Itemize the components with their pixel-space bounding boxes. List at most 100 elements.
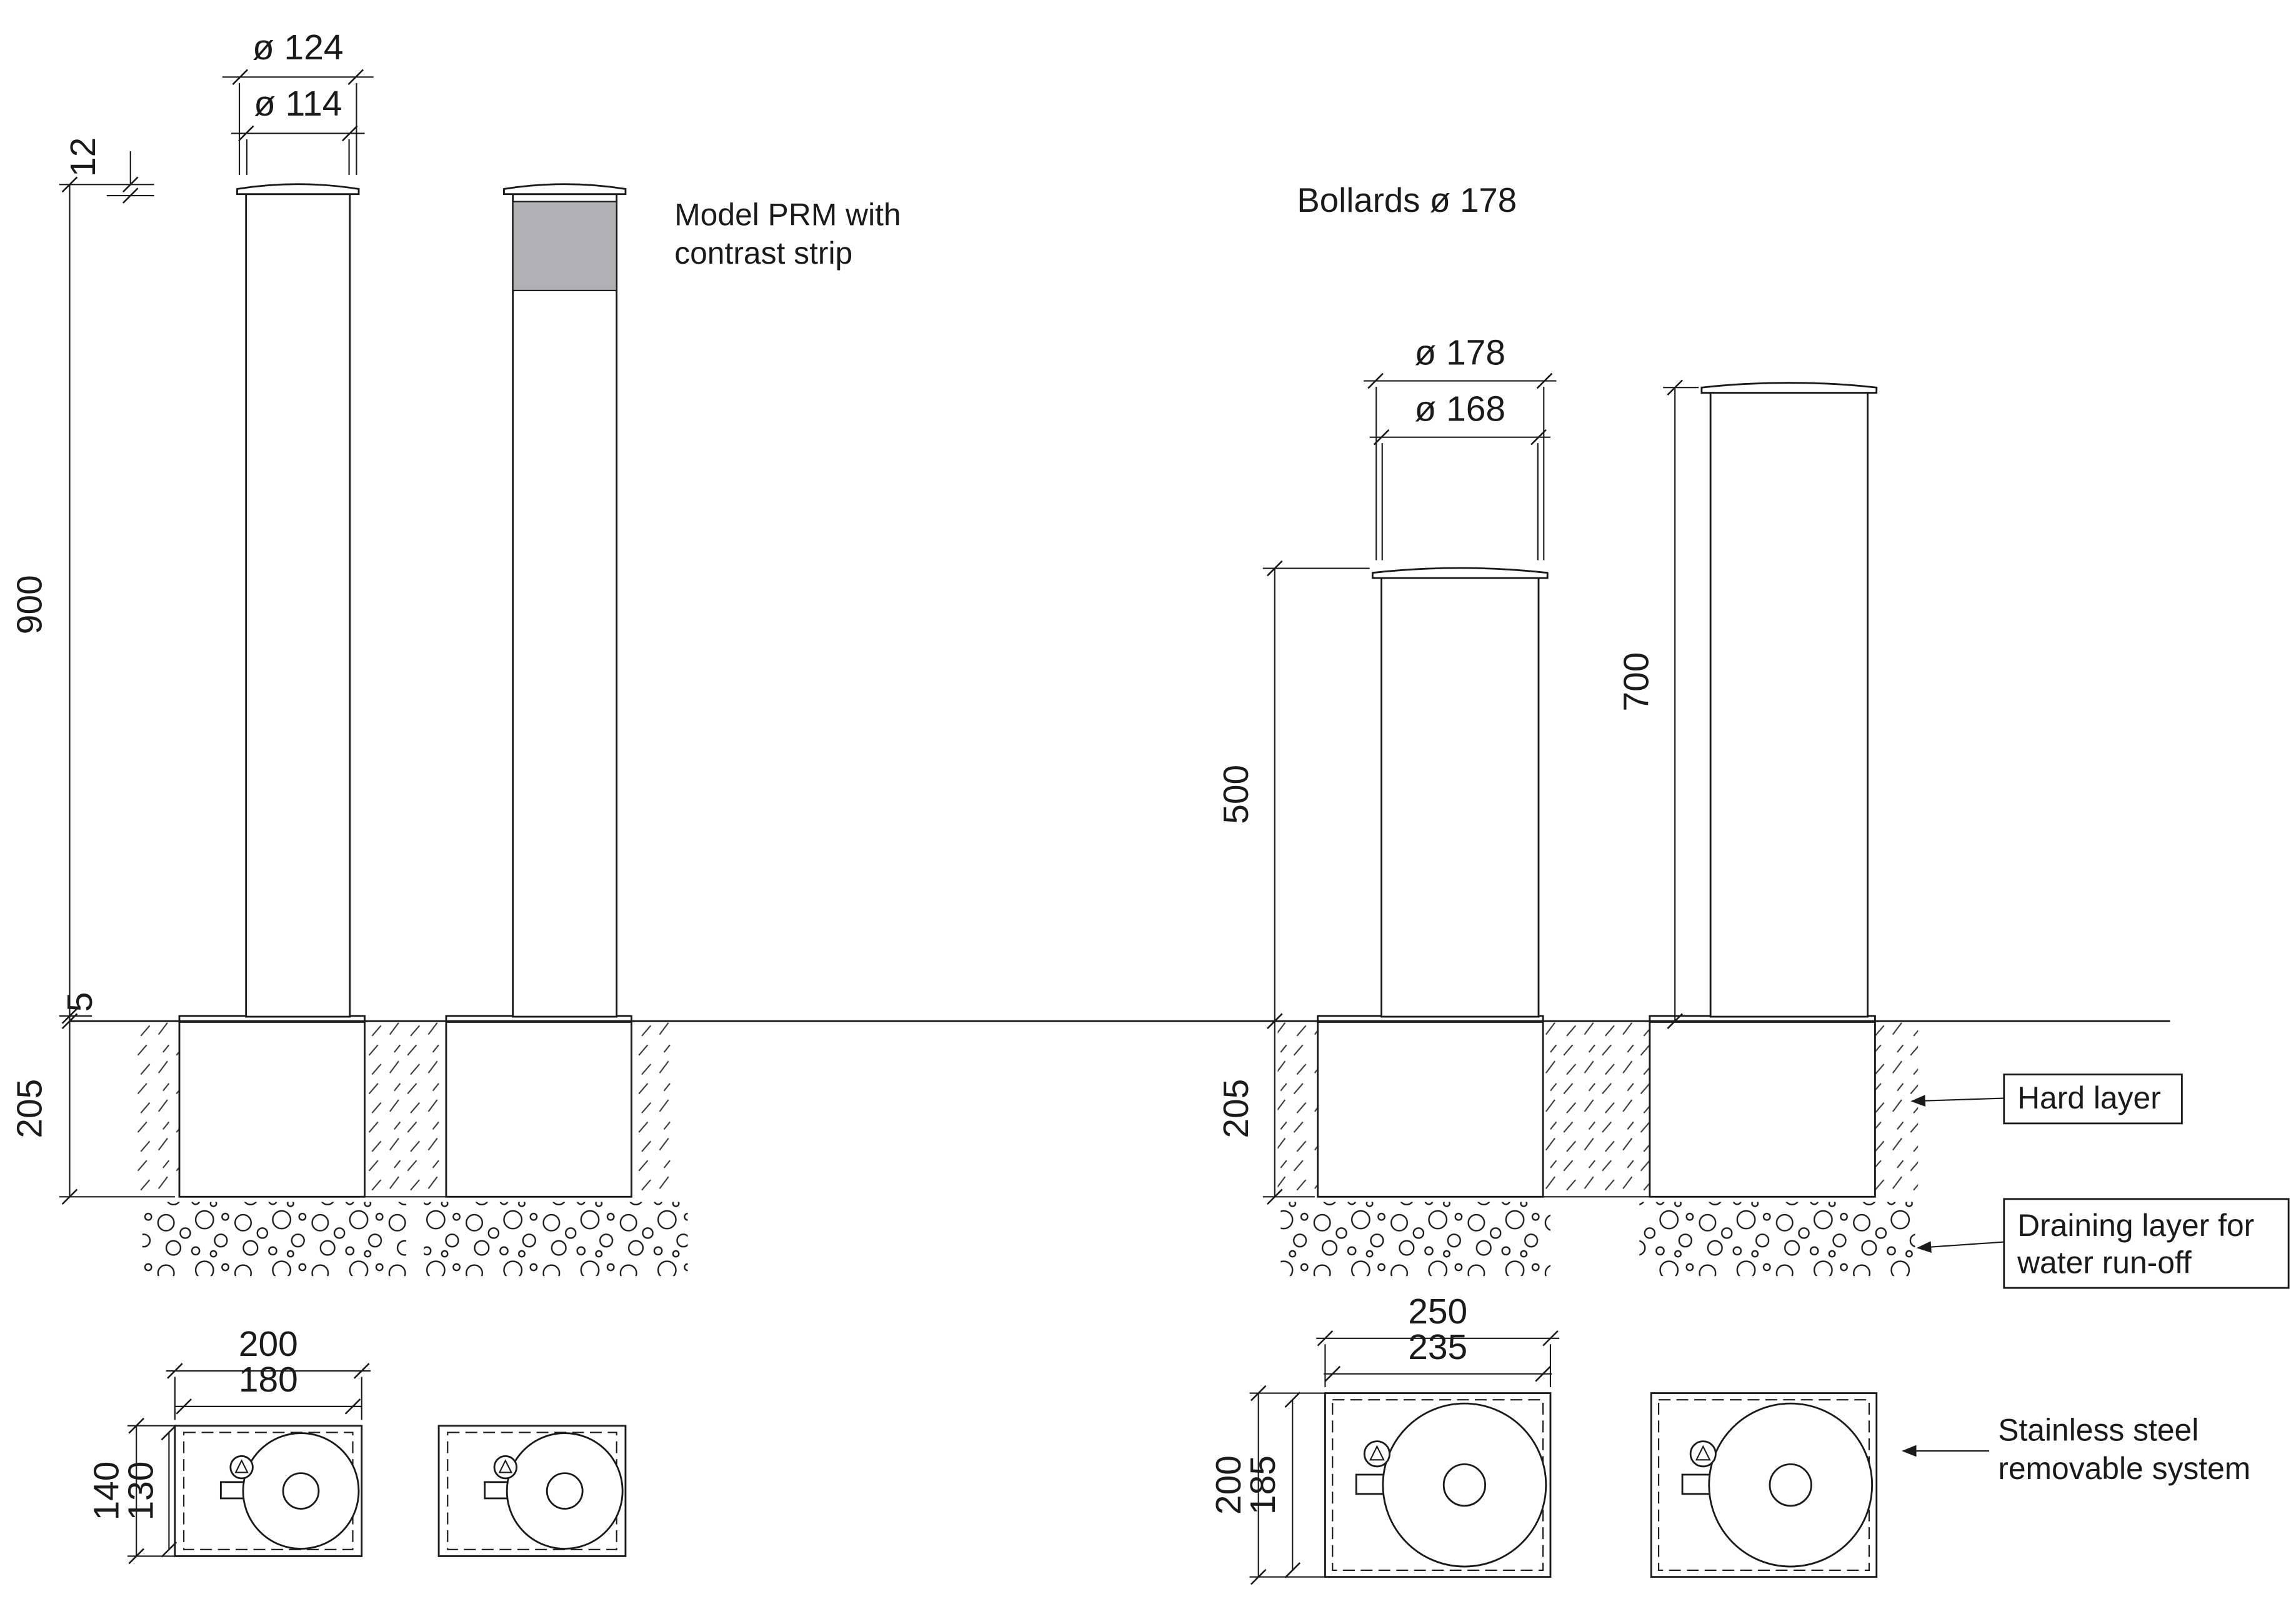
callout-hard-layer: Hard layer — [1910, 1073, 2183, 1125]
hatch-strip — [364, 1022, 446, 1197]
dim-text-plan-width-inner: 235 — [1408, 1327, 1467, 1367]
callout-arrow — [1910, 1095, 2004, 1107]
dim-dia-168: ø 168 — [1369, 389, 1550, 560]
bollard-shaft — [1380, 577, 1540, 1018]
plan-bollard-circle — [1382, 1402, 1547, 1568]
dim-dia-124: ø 124 — [222, 27, 374, 175]
bollard-prm-elevation — [445, 183, 632, 1198]
gravel-layer-left-group — [142, 1202, 688, 1277]
callout-text-draining-2: water run-off — [2017, 1245, 2192, 1280]
plan-key-triangle-icon — [1695, 1445, 1711, 1461]
hatch-strip — [136, 1022, 180, 1197]
dim-text-dia-inner: ø 114 — [254, 84, 342, 124]
dim-text-dia-outer: ø 124 — [252, 27, 344, 67]
plan-lock-tab — [1355, 1473, 1385, 1495]
dim-dia-178: ø 178 — [1364, 332, 1557, 560]
gravel-band — [1639, 1202, 1915, 1277]
callout-box — [2003, 1198, 2290, 1289]
plan-center-hole — [1442, 1463, 1487, 1507]
plan-dims-right: 250 235 200 185 — [1209, 1292, 1560, 1585]
callout-box — [2003, 1073, 2183, 1125]
plan-lock-tab — [219, 1481, 246, 1500]
hatch-strip — [1875, 1022, 1919, 1197]
callout-removable-system: Stainless steel removable system — [1902, 1412, 2250, 1486]
plan-center-hole — [546, 1472, 584, 1510]
plan-bollard-circle — [1708, 1402, 1874, 1568]
callout-arrow — [1916, 1241, 2004, 1253]
bollard-shaft — [1709, 392, 1869, 1018]
callout-text-draining-1: Draining layer for — [2017, 1208, 2254, 1243]
plan-outer-rect — [1324, 1392, 1552, 1578]
plan-dims-left: 200 180 140 130 — [87, 1324, 371, 1565]
gravel-layer-right-group — [1280, 1202, 1915, 1277]
hatch-strip — [1277, 1022, 1318, 1197]
plan-outer-rect — [174, 1425, 363, 1557]
plan-outer-rect — [437, 1425, 627, 1557]
plan-bollard-circle — [242, 1432, 360, 1550]
callout-draining-layer: Draining layer for water run-off — [1916, 1198, 2290, 1289]
bollard-700-elevation — [1649, 382, 1878, 1198]
plan-center-hole — [282, 1472, 320, 1510]
dim-depth-205-right: 205 — [1216, 1021, 1315, 1205]
soil-hatch-left-group — [136, 1022, 675, 1197]
plan-lock-tab — [484, 1481, 509, 1500]
group-title: Bollards ø 178 — [1297, 181, 1517, 219]
bollard-500-elevation — [1317, 567, 1549, 1198]
foundation-box — [1317, 1020, 1544, 1198]
foundation-box — [178, 1020, 366, 1198]
dim-text-above-ground: 5 — [60, 992, 100, 1012]
dim-text-depth: 205 — [1216, 1079, 1256, 1138]
dim-text-plan-height-outer: 200 — [1209, 1455, 1249, 1515]
dim-text-depth: 205 — [9, 1079, 49, 1138]
plan-key-triangle-icon — [1369, 1445, 1385, 1461]
plan-outer-rect — [1650, 1392, 1878, 1578]
contrast-strip — [512, 201, 617, 291]
gravel-band — [1280, 1202, 1550, 1277]
prm-label-line1: Model PRM with — [674, 197, 901, 232]
soil-hatch-right-group — [1277, 1022, 1919, 1197]
dim-text-plan-height-inner: 130 — [121, 1462, 161, 1521]
prm-label: Model PRM with contrast strip — [674, 197, 901, 271]
plan-view-left-2 — [437, 1425, 627, 1557]
bollard-cap — [1700, 382, 1878, 394]
callout-text-removable-2: removable system — [1998, 1451, 2250, 1486]
dim-text-height: 900 — [9, 575, 49, 634]
foundation-box — [1649, 1020, 1876, 1198]
dim-text-plan-width-inner: 180 — [239, 1360, 298, 1400]
dim-text-cap: 12 — [63, 137, 103, 177]
gravel-band — [424, 1202, 688, 1277]
bollard-shaft — [245, 193, 351, 1018]
dim-depth-205-left: 205 — [9, 1021, 175, 1205]
bollard-cap — [236, 183, 360, 196]
dim-text-height-short: 500 — [1216, 765, 1256, 824]
hatch-strip — [631, 1022, 675, 1197]
dim-text-plan-width-outer: 200 — [239, 1324, 298, 1364]
callout-text-removable-1: Stainless steel — [1998, 1412, 2199, 1447]
dim-above-ground-5: 5 — [59, 992, 100, 1024]
callout-text-hard-layer: Hard layer — [2017, 1080, 2161, 1115]
plan-key-triangle-icon — [498, 1459, 513, 1473]
plan-view-right-1 — [1324, 1392, 1552, 1578]
dim-height-700: 700 — [1616, 379, 1699, 1029]
plan-key-triangle-icon — [234, 1459, 249, 1473]
dim-dia-114: ø 114 — [231, 84, 365, 175]
bollard-plain-elevation — [178, 183, 366, 1198]
plan-view-left-1 — [174, 1425, 363, 1557]
plan-lock-tab — [1681, 1473, 1712, 1495]
dim-height-900: 900 — [9, 176, 78, 1029]
dim-text-height-tall: 700 — [1616, 652, 1656, 712]
plan-view-right-2 — [1650, 1392, 1878, 1578]
dim-cap-12: 12 — [59, 137, 154, 204]
dim-text-dia-outer: ø 178 — [1415, 332, 1506, 372]
hatch-strip — [1543, 1022, 1650, 1197]
bollard-shaft — [512, 193, 618, 1018]
gravel-band — [142, 1202, 406, 1277]
dim-text-dia-inner: ø 168 — [1415, 389, 1506, 429]
plan-center-hole — [1769, 1463, 1812, 1507]
dim-text-plan-height-outer: 140 — [87, 1462, 127, 1521]
dim-text-plan-height-inner: 185 — [1243, 1455, 1283, 1515]
bollard-cap — [1371, 567, 1549, 579]
plan-bollard-circle — [506, 1432, 624, 1550]
